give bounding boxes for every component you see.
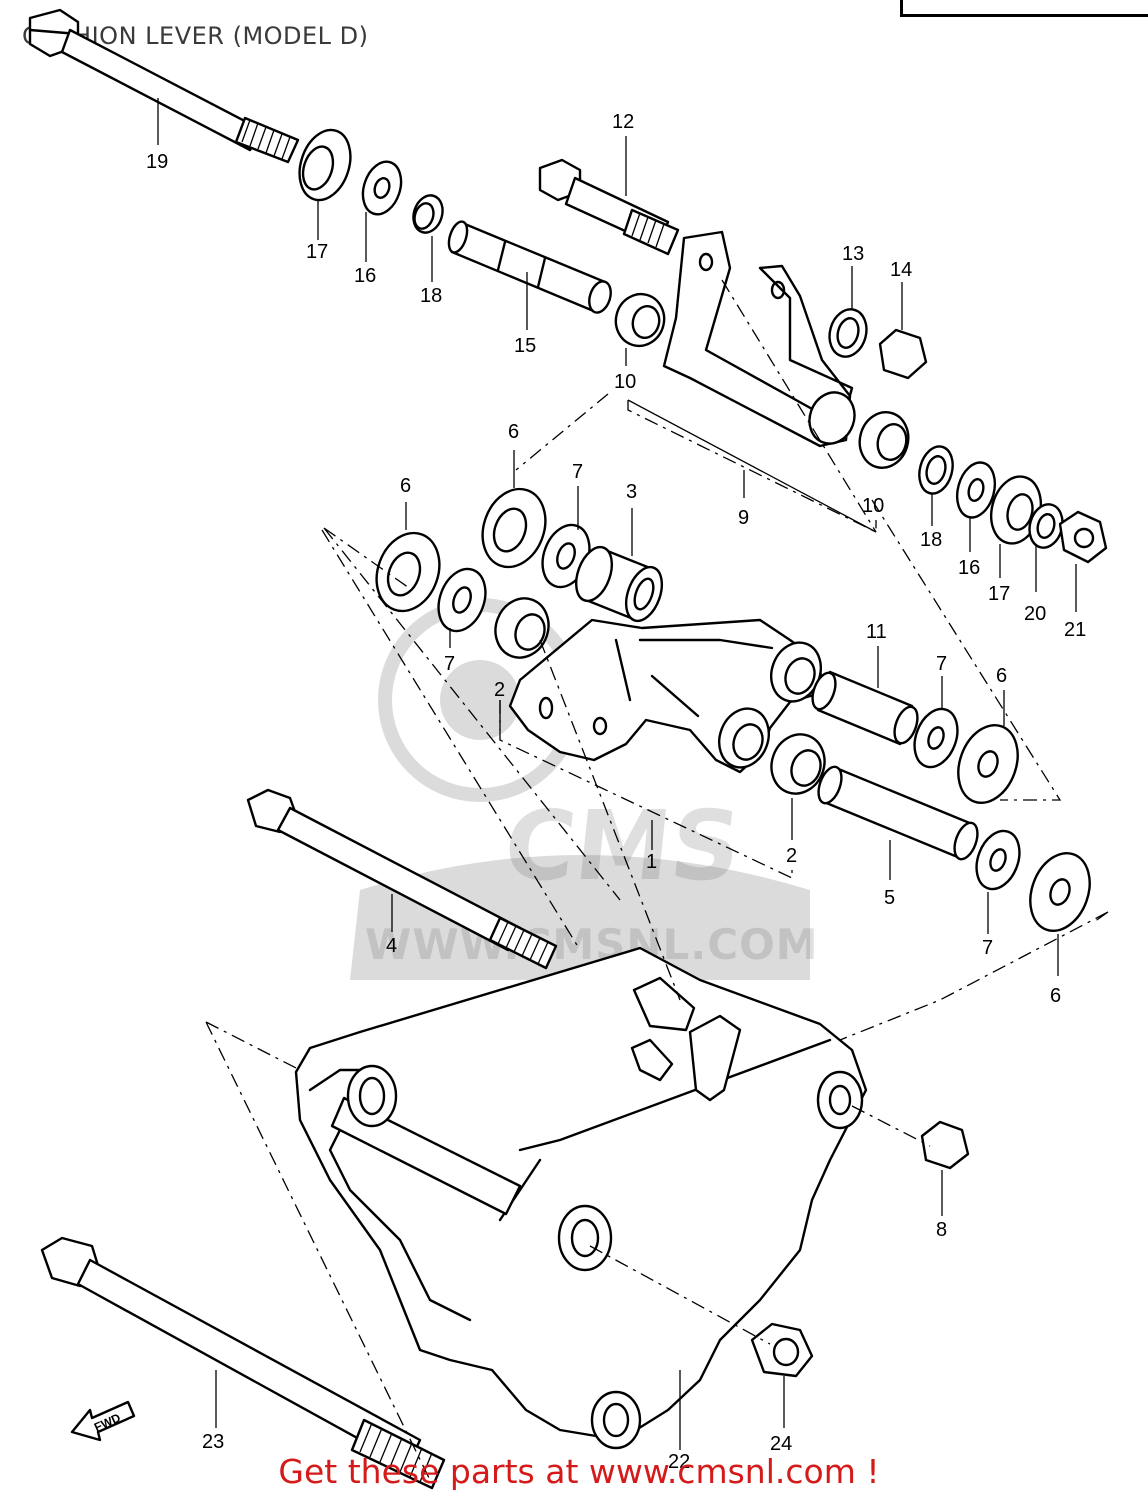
- washer-16-top: [361, 160, 403, 262]
- callout-2-lower: 2: [786, 845, 797, 867]
- promo-link-text[interactable]: Get these parts at www.cmsnl.com !: [278, 1452, 880, 1491]
- callout-17-right: 17: [988, 583, 1010, 605]
- frame-bracket-22: [294, 946, 868, 1450]
- washer-7-left: [437, 567, 487, 648]
- seal-6-center: [481, 450, 547, 569]
- callout-7-center: 7: [572, 461, 583, 483]
- callout-17-top: 17: [306, 241, 328, 263]
- callout-6-right-lower: 6: [1050, 985, 1061, 1007]
- nut-14: [878, 282, 928, 380]
- callout-4: 4: [386, 935, 397, 957]
- bearing-2-upper: [494, 597, 550, 730]
- callout-7-right-upper: 7: [936, 653, 947, 675]
- callout-13: 13: [842, 243, 864, 265]
- nut-24: [750, 1322, 814, 1428]
- washer-7-right-lower: [975, 829, 1021, 934]
- washer-16-right: [955, 461, 997, 552]
- callout-24: 24: [770, 1433, 792, 1455]
- callout-18-right: 18: [920, 529, 942, 551]
- callout-16-top: 16: [354, 265, 376, 287]
- bearing-10-right: [858, 411, 910, 469]
- seal-17-top: [298, 128, 352, 240]
- forward-arrow-icon: FWD: [70, 1400, 136, 1442]
- spacer-11: [811, 646, 919, 746]
- callout-15: 15: [514, 335, 536, 357]
- callout-7-right-lower: 7: [982, 937, 993, 959]
- callout-3: 3: [626, 481, 637, 503]
- cushion-lever-1: [508, 618, 826, 774]
- shaft-15: [447, 220, 612, 330]
- callout-19: 19: [146, 151, 168, 173]
- link-rod-9: [662, 230, 856, 448]
- callout-16-right: 16: [958, 557, 980, 579]
- nut-8: [920, 1120, 970, 1216]
- callout-22: 22: [668, 1451, 690, 1473]
- bolt-19: [28, 8, 300, 164]
- bearing-10-upper: [614, 292, 666, 366]
- callout-20: 20: [1024, 603, 1046, 625]
- page-corner-frame: [900, 0, 1148, 17]
- seal-6-right-upper: [957, 690, 1019, 804]
- callout-12: 12: [612, 111, 634, 133]
- callout-6-center: 6: [508, 421, 519, 443]
- spacer-18-top: [412, 194, 444, 282]
- callout-6-left: 6: [400, 475, 411, 497]
- seal-17-right: [990, 475, 1042, 578]
- callout-6-right-upper: 6: [996, 665, 1007, 687]
- callout-23: 23: [202, 1431, 224, 1453]
- promo-banner[interactable]: Get these parts at www.cmsnl.com !: [0, 1452, 1148, 1491]
- callout-8: 8: [936, 1219, 947, 1241]
- callout-10-upper: 10: [614, 371, 636, 393]
- callout-10-right: 10: [862, 495, 884, 517]
- callout-21: 21: [1064, 619, 1086, 641]
- callout-7-left: 7: [444, 653, 455, 675]
- bolt-12: [538, 136, 680, 256]
- callout-labels: 19 17 16 18 15 12 13 14 10 10 9 18 16 17…: [146, 111, 1086, 1473]
- bolt-4: [246, 788, 558, 970]
- callout-1: 1: [646, 851, 657, 873]
- spacer-5: [817, 765, 979, 880]
- callout-5: 5: [884, 887, 895, 909]
- washer-7-right-upper: [913, 676, 959, 769]
- callout-9: 9: [738, 507, 749, 529]
- seal-6-left: [375, 502, 441, 613]
- watermark-url: WWW.CMSNL.COM: [365, 920, 819, 969]
- bearing-2-lower: [770, 733, 826, 840]
- bearing-3: [574, 508, 664, 623]
- callout-2-upper: 2: [494, 679, 505, 701]
- callout-18-top: 18: [420, 285, 442, 307]
- assembly-guide-lines: [205, 279, 1109, 1481]
- seal-6-right-lower: [1029, 852, 1091, 976]
- bolt-23: [40, 1236, 446, 1490]
- callout-14: 14: [890, 259, 912, 281]
- washer-13: [828, 266, 868, 358]
- spacer-18-right: [918, 445, 954, 526]
- callout-11: 11: [866, 621, 887, 643]
- forward-arrow-label: FWD: [92, 1410, 123, 1434]
- nut-21: [1058, 510, 1108, 612]
